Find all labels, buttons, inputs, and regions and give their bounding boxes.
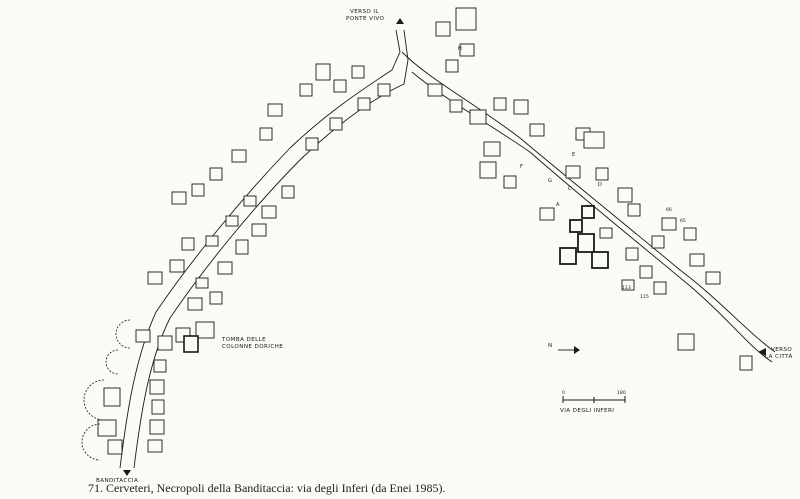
label-verso-citta-1: VERSO	[771, 347, 792, 353]
section-letter-e: E	[572, 152, 575, 158]
section-letter-h: H	[458, 46, 462, 52]
via-degli-inferi-road	[119, 29, 776, 469]
tomb-number-66: 66	[666, 207, 672, 213]
tomb-number-113: 113	[622, 285, 631, 291]
tombs-east-arm	[427, 7, 753, 371]
tumuli-southwest	[81, 319, 131, 461]
scale-bar	[562, 396, 626, 403]
north-label: N	[548, 343, 553, 349]
section-letter-a: A	[556, 202, 560, 208]
label-tomba-2: COLONNE DORICHE	[222, 344, 283, 350]
section-letter-d: D	[598, 182, 602, 188]
label-tomba-1: TOMBA DELLE	[221, 337, 266, 343]
arrow-to-citta-icon	[758, 348, 766, 356]
label-verso-ponte-2: PONTE VIVO	[346, 16, 384, 22]
north-arrow-icon: N	[548, 343, 580, 354]
direction-arrows	[123, 18, 766, 476]
tomb-number-65: 65	[680, 218, 686, 224]
section-letter-g: G	[548, 178, 552, 184]
section-letter-c: C	[568, 186, 572, 192]
arrow-to-ponte-vivo-icon	[396, 18, 404, 24]
scale-caption: VIA DEGLI INFERI	[560, 408, 614, 414]
tombs-west-arm	[97, 63, 391, 455]
label-banditaccia: BANDITACCIA	[96, 478, 138, 484]
label-verso-ponte-1: VERSO IL	[350, 9, 379, 15]
figure-caption: 71. Cerveteri, Necropoli della Banditacc…	[88, 481, 446, 495]
scale-max: 180	[617, 390, 626, 396]
tomb-number-115: 115	[640, 294, 649, 300]
scale-zero: 0	[562, 390, 565, 396]
tomb-complex-east	[559, 205, 609, 269]
section-letter-f: F	[520, 164, 523, 170]
tomba-colonne-doriche	[183, 335, 199, 353]
label-verso-citta-2: LA CITTÀ	[765, 353, 793, 360]
arrow-banditaccia-icon	[123, 470, 131, 476]
